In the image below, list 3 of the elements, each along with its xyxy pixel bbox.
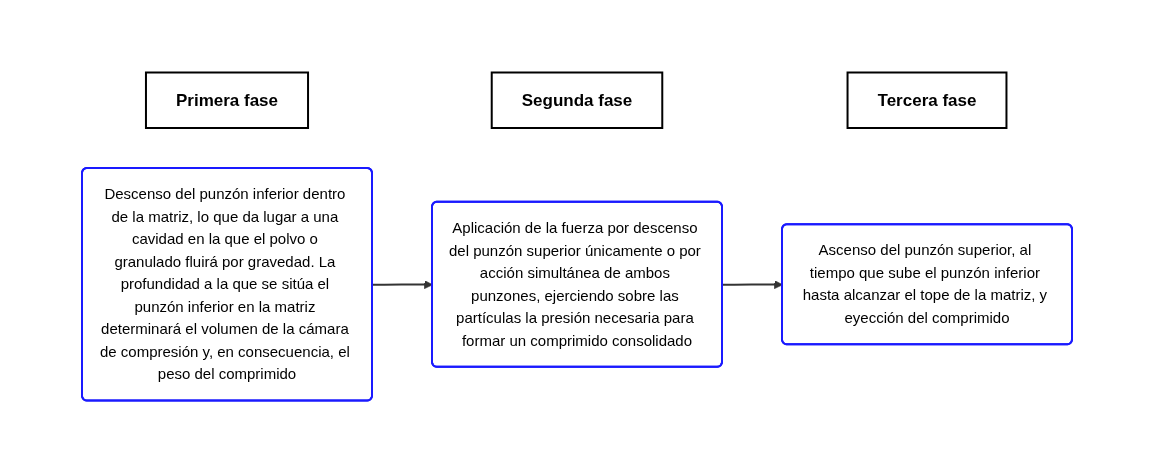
node-box: Primera fase xyxy=(144,71,309,129)
node-box: Segunda fase xyxy=(490,71,663,129)
node-box: Tercera fase xyxy=(846,71,1007,129)
